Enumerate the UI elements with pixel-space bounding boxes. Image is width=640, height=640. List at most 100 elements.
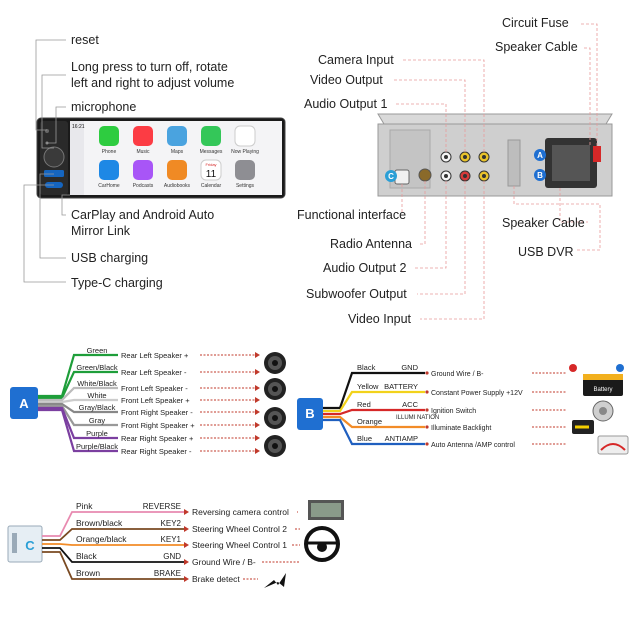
wire-function-label: Front Left Speaker + — [121, 396, 190, 405]
wire-pin-label: GND — [401, 363, 418, 372]
arrow-head — [184, 509, 189, 515]
app-label: Maps — [171, 149, 184, 155]
app-label: Calendar — [201, 183, 222, 189]
wire-line — [38, 370, 118, 400]
app-messages[interactable]: Messages — [200, 126, 223, 155]
wire-line — [42, 511, 184, 537]
arrow-head — [184, 542, 189, 548]
arrow-head — [255, 369, 260, 375]
wire-line — [38, 404, 118, 427]
wire-color-label: Gray/Black — [79, 403, 116, 412]
wire-pin-label: ACC — [402, 400, 418, 409]
label-functional-interface: Functional interface — [297, 208, 406, 222]
arrow-head — [184, 526, 189, 532]
wire-pin-label: ANTIAMP — [385, 434, 418, 443]
app-now-playing[interactable]: Now Playing — [231, 125, 259, 155]
wire-function-label: Rear Left Speaker - — [121, 368, 187, 377]
app-carhome[interactable]: CarHome — [98, 160, 120, 189]
wire-function-label: Constant Power Supply +12V — [431, 390, 523, 397]
label-carplay-1: CarPlay and Android Auto — [71, 208, 214, 222]
label-usb: USB charging — [71, 251, 148, 265]
speaker-icon — [264, 378, 286, 400]
label-speaker-cable-top: Speaker Cable — [495, 40, 578, 54]
marker-b — [534, 169, 546, 181]
app-label: Audiobooks — [164, 183, 191, 189]
usb-dvr-port — [507, 139, 521, 187]
radio-antenna-port — [418, 168, 432, 182]
app-maps[interactable]: Maps — [167, 126, 187, 155]
wire-function-label: Rear Left Speaker + — [121, 351, 189, 360]
marker-c-letter: C — [388, 172, 394, 181]
app-label: CarHome — [98, 183, 120, 189]
app-phone[interactable]: Phone — [99, 126, 119, 155]
arrow-head — [255, 397, 260, 403]
wire-function-label: Ground Wire / B- — [431, 371, 484, 378]
app-podcasts[interactable]: Podcasts — [133, 160, 154, 189]
wire-pin-label: REVERSE — [143, 502, 181, 511]
wire-color-label: Green/Black — [76, 363, 118, 372]
arrow-head — [255, 385, 260, 391]
back-panel-top — [377, 113, 613, 125]
arrow-head — [255, 448, 260, 454]
wire-function-label: Front Right Speaker + — [121, 421, 195, 430]
wire-line — [323, 408, 425, 416]
arrow-head — [255, 409, 260, 415]
connector-b-letter: B — [305, 406, 314, 421]
label-radio-antenna: Radio Antenna — [330, 237, 412, 251]
label-audio-output-2: Audio Output 2 — [323, 261, 406, 275]
wire-color-label: White — [87, 391, 106, 400]
wire-line — [42, 528, 184, 541]
screen-sidebar — [70, 121, 84, 195]
app-icon — [235, 160, 255, 180]
brake-icon — [264, 573, 286, 588]
app-audiobooks[interactable]: Audiobooks — [164, 160, 191, 189]
label-speaker-cable-bottom: Speaker Cable — [502, 216, 585, 230]
app-icon — [99, 126, 119, 146]
head-unit-leaders — [23, 39, 70, 283]
wire-line — [42, 543, 184, 546]
app-icon — [201, 126, 221, 146]
arrow-head — [255, 435, 260, 441]
app-icon — [167, 160, 187, 180]
wire-line — [38, 398, 118, 404]
wire-pin-label: BRAKE — [154, 569, 181, 578]
connector-a-letter: A — [19, 396, 29, 411]
wire-color-label: Orange — [357, 417, 382, 426]
wire-pin-label: KEY1 — [161, 535, 182, 544]
wire-function-label: Steering Wheel Control 1 — [192, 540, 287, 550]
wire-line — [42, 547, 184, 563]
app-music[interactable]: Music — [133, 126, 153, 155]
fuse — [593, 146, 601, 162]
speaker-icon — [264, 435, 286, 457]
ignition-icon — [592, 400, 614, 422]
app-label: Podcasts — [133, 183, 154, 189]
arrow-head — [255, 422, 260, 428]
wire-function-label: Ignition Switch — [431, 408, 476, 415]
app-icon — [133, 160, 153, 180]
wire-line — [323, 390, 425, 413]
volume-knob[interactable] — [43, 146, 65, 168]
label-usb-dvr: USB DVR — [518, 245, 574, 259]
label-typec: Type-C charging — [71, 276, 163, 290]
app-settings[interactable]: Settings — [235, 160, 255, 189]
app-icon — [200, 159, 222, 181]
wire-pin-label: ILLUMI NATION — [396, 415, 439, 421]
marker-a-letter: A — [537, 151, 543, 160]
wire-line — [42, 551, 184, 580]
wire-line — [38, 408, 118, 453]
wire-color-label: Purple/Black — [76, 442, 118, 451]
wire-line — [38, 402, 118, 414]
wire-function-label: Steering Wheel Control 2 — [192, 524, 287, 534]
marker-c — [385, 170, 397, 182]
wire-pin-label: KEY2 — [161, 519, 182, 528]
arrow-head — [184, 576, 189, 582]
app-icon — [99, 160, 119, 180]
wire-function-label: Ground Wire / B- — [192, 557, 256, 567]
wire-color-label: Brown — [76, 568, 100, 578]
